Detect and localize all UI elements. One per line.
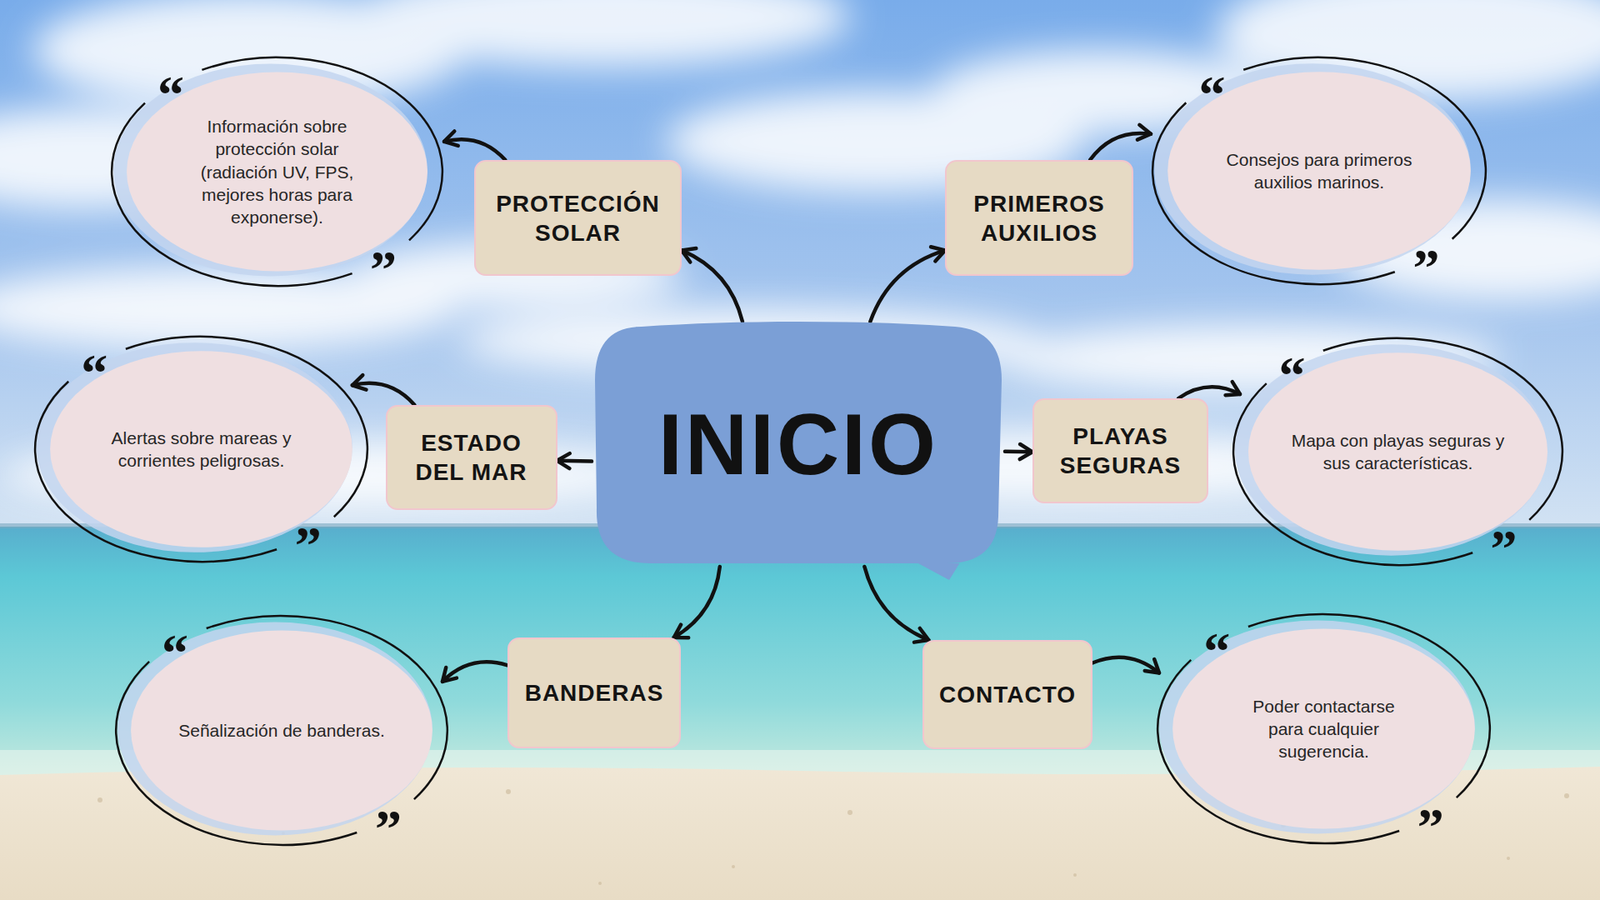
topic-box: PROTECCIÓN SOLAR [474, 160, 682, 276]
connector-arrow [1178, 386, 1240, 399]
bubble-text: Información sobre protección solar (radi… [181, 115, 374, 229]
quote-mark: ” [1413, 241, 1440, 295]
speech-bubble-fill [595, 321, 1002, 580]
connector-arrow [352, 383, 415, 405]
central-title: INICIO [658, 396, 939, 492]
topic-label: BANDERAS [525, 678, 665, 708]
quote-mark: ” [375, 802, 402, 856]
topic-label: ESTADO DEL MAR [400, 428, 543, 487]
quote-mark: ” [1417, 800, 1445, 855]
connector-arrow [674, 566, 720, 638]
connector-arrow [864, 566, 929, 640]
quote-mark: “ [157, 68, 185, 122]
clouds [0, 0, 1600, 509]
connector-arrow [1092, 657, 1160, 674]
sky [0, 0, 1600, 534]
connector-arrow [870, 250, 945, 322]
topic-label: PRIMEROS AUXILIOS [960, 189, 1119, 248]
bubble-text: Poder contactarse para cualquier sugeren… [1240, 695, 1408, 764]
bubble-text: Consejos para primeros auxilios marinos. [1210, 148, 1428, 195]
bubble-text: Señalización de banderas. [156, 719, 407, 742]
quote-mark: “ [1279, 349, 1306, 403]
topic-label: PROTECCIÓN SOLAR [488, 189, 668, 248]
connector-arrow [444, 139, 505, 160]
quote-mark: “ [1203, 625, 1230, 679]
quote-mark: ” [295, 519, 322, 573]
connector-arrow [681, 250, 743, 322]
topic-label: PLAYAS SEGURAS [1047, 421, 1194, 480]
topic-box: PLAYAS SEGURAS [1032, 398, 1209, 504]
connector-arrow [442, 661, 508, 682]
quote-mark: “ [161, 626, 189, 680]
connector-arrow [557, 459, 593, 464]
topic-box: PRIMEROS AUXILIOS [945, 160, 1134, 276]
oval-text-block: Alertas sobre mareas y corrientes peligr… [93, 426, 310, 473]
quote-mark: ” [1490, 522, 1517, 576]
quote-mark: “ [80, 346, 108, 400]
topic-box: CONTACTO [922, 640, 1093, 750]
quote-mark: ” [370, 243, 397, 297]
oval-text-block: Información sobre protección solar (radi… [181, 115, 374, 229]
connector-arrow [1090, 133, 1151, 160]
connector-arrow [1005, 450, 1033, 455]
bubble-text: Mapa con playas seguras y sus caracterís… [1277, 429, 1520, 475]
topic-box: ESTADO DEL MAR [385, 405, 558, 510]
oval-text-block: Señalización de banderas. [156, 719, 407, 742]
quote-mark: “ [1198, 68, 1225, 122]
oval-text-block: Poder contactarse para cualquier sugeren… [1240, 695, 1408, 764]
bubble-text: Alertas sobre mareas y corrientes peligr… [93, 426, 310, 473]
topic-label: CONTACTO [939, 680, 1076, 710]
oval-text-block: Consejos para primeros auxilios marinos. [1210, 148, 1428, 195]
topic-box: BANDERAS [507, 637, 681, 749]
central-bubble: INICIO [591, 321, 1005, 567]
oval-text-block: Mapa con playas seguras y sus caracterís… [1277, 429, 1520, 475]
